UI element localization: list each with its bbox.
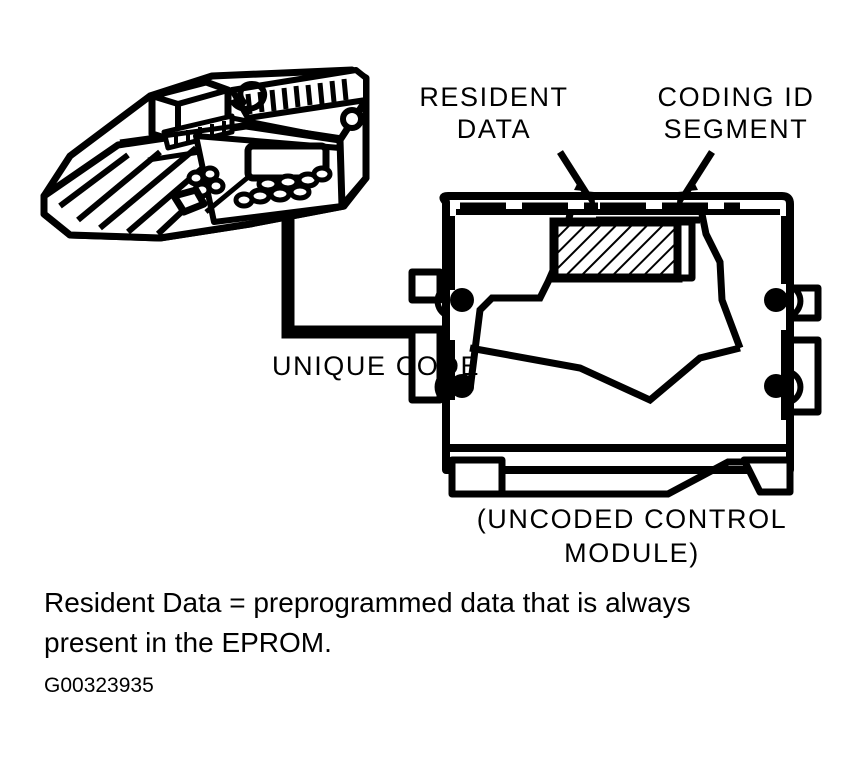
resident-data-arrowhead	[574, 182, 596, 214]
scan-tool-port-icon	[340, 107, 364, 131]
scan-tool	[40, 66, 370, 242]
scan-tool-square-button	[170, 186, 208, 216]
scan-tool-coil-icon	[229, 80, 268, 112]
keypad-key	[311, 165, 333, 183]
module-bolt-hole-top-left	[450, 288, 474, 312]
label-module-caption-line1: (UNCODED CONTROL	[477, 504, 788, 534]
eprom-end-tab	[674, 218, 696, 282]
label-unique-code: UNIQUE CODE	[272, 351, 480, 381]
figure-id-label: G00323935	[44, 674, 154, 697]
callout-leaders	[557, 150, 715, 214]
scan-tool-accent-line	[204, 172, 254, 214]
label-module-caption-line2: MODULE)	[564, 538, 700, 568]
module-internal-contour-right	[698, 213, 744, 350]
module-bolt-bosses	[434, 283, 804, 405]
control-module	[408, 192, 822, 498]
keypad-key	[256, 175, 280, 193]
keypad-key	[276, 173, 300, 191]
label-coding-id-line2: SEGMENT	[664, 114, 809, 144]
keypad-key	[233, 191, 255, 209]
label-resident-data-line1: RESIDENT	[419, 82, 568, 112]
side-key	[206, 177, 226, 195]
scan-tool-keypad	[233, 165, 333, 209]
caption-line-1: Resident Data = preprogrammed data that …	[44, 587, 691, 618]
coding-id-leader-line	[681, 150, 715, 198]
module-base-notch-left	[448, 456, 506, 498]
coding-id-arrowhead	[676, 182, 698, 214]
label-coding-id-line1: CODING ID	[658, 82, 815, 112]
module-body	[439, 192, 794, 474]
label-resident-data-line2: DATA	[457, 114, 531, 144]
module-bolt-hole-top-right	[764, 288, 788, 312]
module-bolt-hole-bottom-right	[764, 374, 788, 398]
caption-line-2: present in the EPROM.	[44, 627, 332, 658]
eprom-hatched-body	[549, 217, 683, 283]
resident-data-leader-line	[557, 150, 591, 198]
module-internal-contour-bottom	[469, 344, 741, 405]
module-base-notch-right	[740, 456, 794, 496]
eprom-chip	[549, 217, 696, 283]
